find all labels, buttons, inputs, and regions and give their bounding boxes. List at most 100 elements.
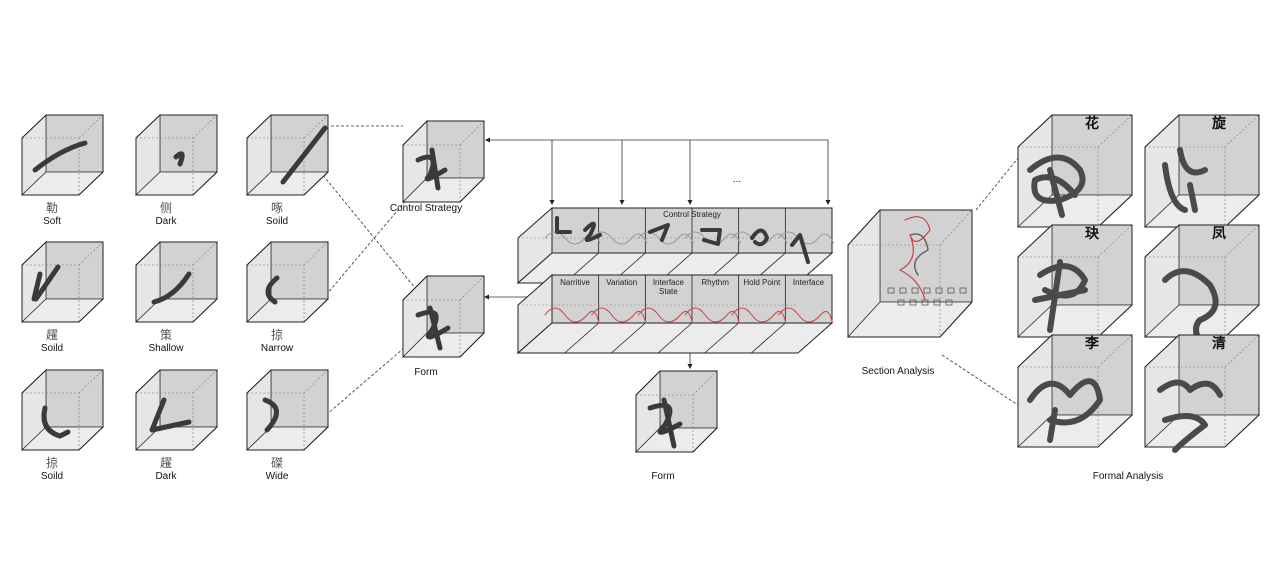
formal-analysis-cube (1016, 224, 1134, 338)
strip-cell-label: Variation (606, 278, 638, 287)
section-slice (897, 299, 905, 306)
section-slice (933, 299, 941, 306)
section-slice (921, 299, 929, 306)
control-strategy-label: Control Strategy (389, 203, 463, 214)
stroke-character: 磔 (270, 456, 284, 470)
control-stroke (750, 228, 769, 247)
section-slice (887, 287, 895, 294)
strip-cell-label: Rhythm (701, 278, 729, 287)
stroke-sample-cube (246, 241, 329, 323)
stroke-quality-label: Wide (265, 471, 289, 482)
stroke-quality-label: Shallow (148, 343, 184, 354)
stroke-sample-cube (21, 241, 104, 323)
stroke-quality-label: Soild (265, 216, 289, 227)
strip-title: Control Strategy (663, 210, 721, 219)
formal-analysis-cube (1143, 224, 1261, 338)
section-trace (909, 233, 929, 276)
section-slice (935, 287, 943, 294)
stroke-sample-form (173, 151, 185, 167)
stroke-sample-cube (135, 114, 218, 196)
stroke-sample-cube (135, 241, 218, 323)
stroke-sample-cube (21, 369, 104, 451)
ellipsis: ... (732, 174, 742, 185)
trace-line (778, 307, 833, 324)
stroke-character: 策 (159, 328, 173, 342)
character-form (1162, 268, 1219, 353)
control-arrows (484, 137, 831, 369)
stroke-quality-label: Narrow (260, 343, 294, 354)
character-form (415, 147, 448, 191)
stroke-character: 啄 (270, 201, 284, 215)
stroke-sample-form (265, 275, 280, 305)
stroke-character: 掠 (45, 456, 59, 470)
stroke-sample-cube (21, 114, 104, 196)
brush-stroke (280, 125, 328, 185)
brush-stroke (265, 275, 280, 305)
trace-line (778, 231, 834, 245)
stroke-sample-form (262, 397, 279, 433)
control-stroke (648, 223, 670, 242)
formal-character: 玦 (1085, 226, 1099, 242)
stroke-character: 趯 (45, 328, 59, 342)
brush-stroke (173, 151, 185, 167)
output-form-label: Form (651, 471, 675, 482)
form-analysis-strip (516, 273, 834, 355)
stroke-sample-form (149, 397, 192, 433)
section-slice (909, 299, 917, 306)
character-form (1027, 378, 1103, 443)
strip-cell-label: Interface State (652, 278, 684, 296)
stroke-quality-label: Soild (40, 343, 64, 354)
brush-stroke (31, 264, 61, 302)
brush-stroke (262, 397, 279, 433)
character-form (1157, 379, 1223, 453)
formal-analysis-cube (1016, 334, 1134, 448)
stroke-sample-form (280, 125, 328, 185)
section-analysis-label: Section Analysis (861, 366, 935, 377)
character-form (647, 397, 683, 449)
formal-character: 清 (1212, 336, 1226, 352)
strip-cell-label: Hold Point (743, 278, 781, 287)
trace-line (591, 231, 648, 245)
formal-analysis-cube (1016, 114, 1134, 228)
connector-line (941, 354, 1019, 406)
formal-analysis-label: Formal Analysis (1092, 471, 1164, 482)
section-analysis-cube (847, 208, 973, 339)
strip-cell-label: Interface (792, 278, 825, 287)
formal-character: 李 (1085, 336, 1099, 352)
brush-stroke (41, 405, 71, 439)
section-slice (947, 287, 955, 294)
strip-cell-label: Narritive (560, 278, 590, 287)
formal-character: 旋 (1212, 116, 1226, 132)
section-slice (923, 287, 931, 294)
control-strategy-strip (516, 206, 834, 285)
form-label: Form (414, 367, 438, 378)
control-stroke (583, 221, 602, 242)
brush-stroke (32, 140, 88, 173)
stroke-quality-label: Dark (155, 216, 177, 227)
character-form (1027, 154, 1086, 218)
character-form (1032, 259, 1088, 333)
stroke-quality-label: Soild (40, 471, 64, 482)
stroke-sample-form (41, 405, 71, 439)
form-cube (402, 275, 485, 358)
control-strategy-cube (402, 120, 485, 203)
stroke-sample-form (32, 140, 88, 173)
control-stroke (555, 216, 572, 234)
formal-character: 凤 (1212, 226, 1226, 242)
stroke-sample-cube (135, 369, 218, 451)
output-form-cube (635, 370, 718, 453)
control-stroke (700, 228, 722, 246)
stroke-sample-form (31, 264, 61, 302)
section-slice (911, 287, 919, 294)
stroke-quality-label: Soft (43, 216, 61, 227)
brush-stroke (151, 271, 192, 305)
character-form (415, 305, 451, 351)
section-slice (945, 299, 953, 306)
control-stroke (790, 233, 810, 264)
section-slice (899, 287, 907, 294)
stroke-character: 掠 (270, 328, 284, 342)
stroke-character: 趯 (159, 456, 173, 470)
stroke-quality-label: Dark (155, 471, 177, 482)
